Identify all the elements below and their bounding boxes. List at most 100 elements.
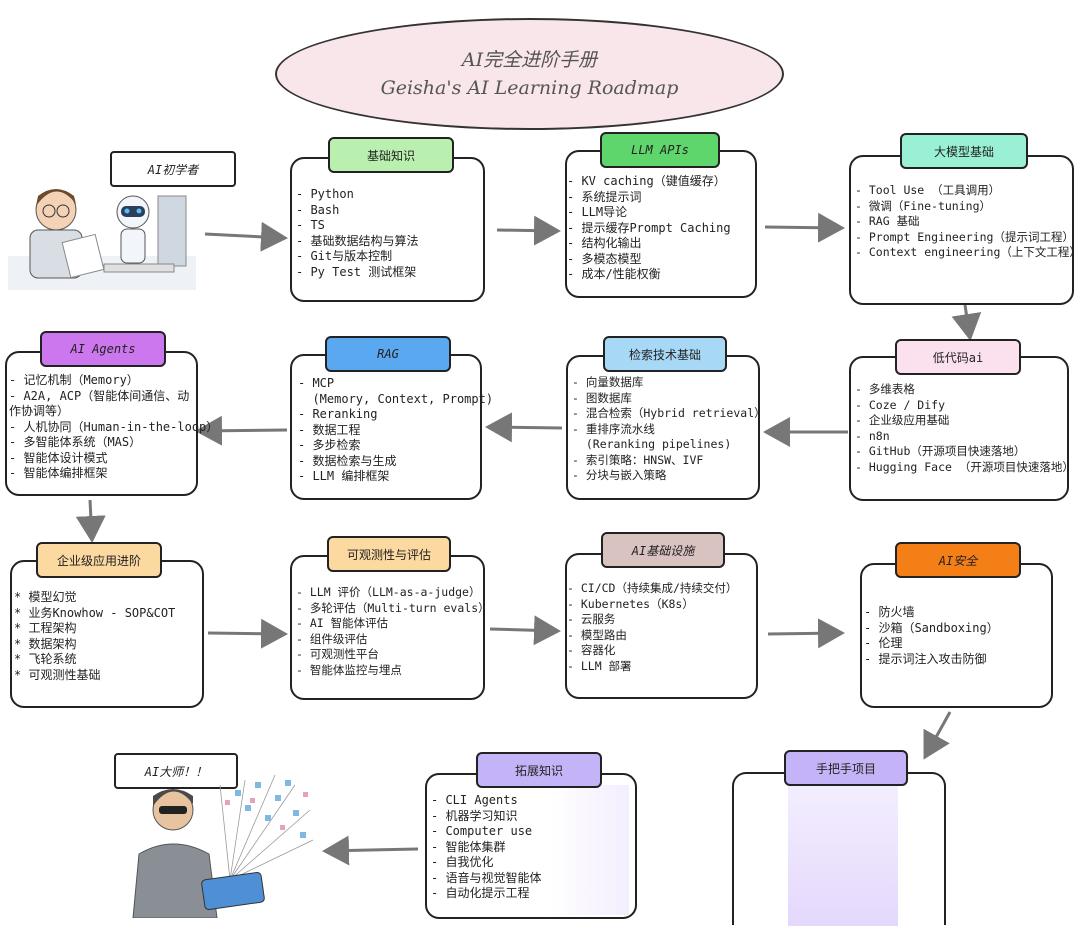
arrow-retrieval-to-rag	[485, 412, 563, 443]
arrow-rag-to-agents	[195, 415, 288, 446]
low-code-box: - 多维表格 - Coze / Dify - 企业级应用基础 - n8n - G…	[849, 356, 1074, 501]
basics-label: 基础知识	[328, 137, 454, 173]
infra-item: - 容器化	[567, 643, 616, 657]
arrow-llm-apis-to-model-basics	[764, 212, 845, 243]
enterprise-item: * 可观测性基础	[14, 667, 101, 682]
observability-items: - LLM 评价（LLM-as-a-judge） - 多轮评估（Multi-tu…	[296, 585, 490, 678]
rag-item: (Memory, Context, Prompt)	[298, 391, 494, 406]
arrow-beginner-to-basics	[204, 221, 288, 252]
rag-items: - MCP (Memory, Context, Prompt) - Rerank…	[298, 376, 493, 485]
extended-item: - 机器学习知识	[431, 808, 518, 823]
retrieval-items: - 向量数据库 - 图数据库 - 混合检索（Hybrid retrieval） …	[572, 375, 766, 484]
enterprise-label: 企业级应用进阶	[36, 542, 162, 578]
llm-apis-item: - KV caching（键值缓存）	[567, 174, 726, 188]
low-code-item: - Hugging Face （开源项目快速落地）	[855, 459, 1074, 474]
agents-item: - 人机协同（Human-in-the-loop）	[9, 419, 219, 434]
retrieval-item: (Reranking pipelines)	[572, 437, 732, 451]
title-line-1: AI完全进阶手册	[461, 49, 598, 71]
observability-label: 可观测性与评估	[327, 536, 451, 572]
rag-item: - LLM 编排框架	[298, 469, 390, 483]
observability-item: - 组件级评估	[296, 631, 368, 646]
rag-item: - 数据检索与生成	[298, 453, 397, 468]
model-basics-item: - RAG 基础	[855, 214, 920, 228]
observability-item: - LLM 评价（LLM-as-a-judge）	[296, 585, 481, 599]
retrieval-item: - 混合检索（Hybrid retrieval）	[572, 406, 766, 420]
enterprise-item: * 飞轮系统	[14, 652, 77, 666]
llm-apis-item: - 成本/性能权衡	[567, 267, 661, 281]
enterprise-items: * 模型幻觉 * 业务Knowhow - SOP&COT * 工程架构 * 数据…	[14, 590, 175, 683]
observability-item: - 智能体监控与埋点	[296, 662, 402, 677]
model-basics-box: - Tool Use （工具调用） - 微调（Fine-tuning） - RA…	[849, 155, 1080, 305]
retrieval-box: - 向量数据库 - 图数据库 - 混合检索（Hybrid retrieval） …	[566, 355, 766, 500]
agents-items: - 记忆机制（Memory） - A2A, ACP（智能体间通信、动 作协调等）…	[9, 373, 218, 482]
low-code-label: 低代码ai	[895, 339, 1021, 375]
title-ellipse: AI完全进阶手册 Geisha's AI Learning Roadmap	[275, 18, 784, 130]
rag-item: - 数据工程	[298, 422, 361, 437]
extended-items: - CLI Agents - 机器学习知识 - Computer use - 智…	[431, 793, 541, 902]
enterprise-box: * 模型幻觉 * 业务Knowhow - SOP&COT * 工程架构 * 数据…	[10, 560, 204, 708]
low-code-item: - GitHub（开源项目快速落地）	[855, 444, 1026, 458]
hands-on-label: 手把手项目	[784, 750, 908, 786]
arrow-model-basics-to-low-code	[951, 304, 982, 341]
beginner-label: AI初学者	[110, 151, 236, 187]
llm-apis-item: - LLM导论	[567, 205, 628, 219]
low-code-items: - 多维表格 - Coze / Dify - 企业级应用基础 - n8n - G…	[855, 382, 1074, 475]
rag-item: - MCP	[298, 376, 335, 390]
infra-box: - CI/CD（持续集成/持续交付） - Kubernetes（K8s） - 云…	[565, 553, 758, 699]
enterprise-item: * 工程架构	[14, 621, 77, 635]
basics-item: - 基础数据结构与算法	[296, 233, 419, 248]
extended-item: - 语音与视觉智能体	[431, 870, 542, 885]
basics-item: - Python	[296, 187, 354, 201]
infra-item: - CI/CD（持续集成/持续交付）	[567, 581, 738, 595]
low-code-item: - 多维表格	[855, 382, 915, 396]
extended-label: 拓展知识	[476, 752, 602, 788]
extended-item: - Computer use	[431, 824, 533, 838]
extended-fade	[549, 785, 629, 915]
extended-item: - CLI Agents	[431, 793, 518, 807]
agents-item: - 记忆机制（Memory）	[9, 373, 139, 387]
model-basics-item: - Prompt Engineering（提示词工程）	[855, 229, 1074, 244]
security-item: - 伦理	[864, 636, 903, 650]
observability-box: - LLM 评价（LLM-as-a-judge） - 多轮评估（Multi-tu…	[290, 555, 490, 700]
rag-item: - 多步检索	[298, 438, 361, 452]
basics-item: - TS	[296, 218, 325, 232]
master-illustration	[132, 774, 314, 918]
security-box: - 防火墙 - 沙箱（Sandboxing） - 伦理 - 提示词注入攻击防御	[860, 563, 1053, 708]
agents-item: - A2A, ACP（智能体间通信、动	[9, 388, 190, 403]
extended-item: - 自动化提示工程	[431, 886, 530, 900]
agents-item: - 智能体编排框架	[9, 466, 108, 480]
arrow-security-to-hands-on	[923, 711, 952, 760]
basics-items: - Python - Bash - TS - 基础数据结构与算法 - Git与版…	[296, 187, 418, 280]
title-line-2: Geisha's AI Learning Roadmap	[380, 77, 679, 99]
arrow-infra-to-security	[767, 618, 845, 649]
low-code-item: - n8n	[855, 428, 890, 443]
basics-item: - Bash	[296, 202, 340, 217]
agents-item: - 多智能体系统（MAS）	[9, 435, 142, 449]
infra-item: - Kubernetes（K8s）	[567, 596, 694, 611]
model-basics-item: - Tool Use （工具调用）	[855, 183, 1001, 197]
retrieval-label: 检索技术基础	[603, 336, 727, 372]
basics-item: - Git与版本控制	[296, 249, 393, 263]
security-item: - 提示词注入攻击防御	[864, 651, 987, 666]
arrow-extended-to-master	[322, 835, 419, 866]
retrieval-item: - 分块与嵌入策略	[572, 468, 667, 482]
beginner-illustration	[8, 189, 196, 290]
extended-item: - 智能体集群	[431, 839, 506, 854]
security-label: AI安全	[895, 542, 1021, 578]
security-items: - 防火墙 - 沙箱（Sandboxing） - 伦理 - 提示词注入攻击防御	[864, 605, 999, 667]
arrow-agents-to-enterprise	[75, 499, 106, 543]
agents-label: AI Agents	[40, 331, 166, 367]
model-basics-label: 大模型基础	[900, 133, 1028, 169]
master-label: AI大师！！	[114, 753, 238, 789]
low-code-item: - 企业级应用基础	[855, 413, 950, 427]
enterprise-item: * 业务Knowhow - SOP&COT	[14, 605, 176, 620]
observability-item: - AI 智能体评估	[296, 616, 389, 630]
infra-item: - 模型路由	[567, 627, 627, 642]
llm-apis-label: LLM APIs	[600, 132, 720, 168]
hands-on-box	[732, 772, 946, 926]
llm-apis-item: - 系统提示词	[567, 189, 642, 204]
infra-item: - 云服务	[567, 612, 616, 626]
basics-box: - Python - Bash - TS - 基础数据结构与算法 - Git与版…	[290, 157, 485, 302]
arrow-enterprise-to-observability	[207, 618, 288, 649]
rag-item: - Reranking	[298, 407, 378, 421]
